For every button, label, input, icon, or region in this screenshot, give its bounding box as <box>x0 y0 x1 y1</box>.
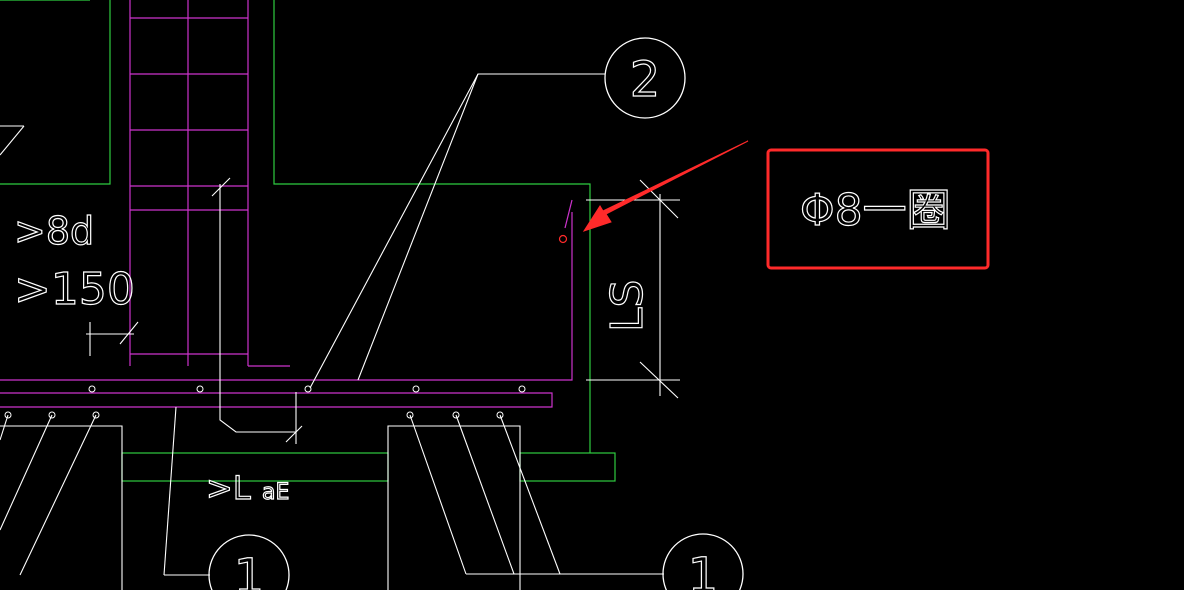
leader-diag <box>499 414 561 575</box>
anchorage-tick <box>285 425 303 443</box>
note-box-text: Φ8一圈 <box>800 185 951 236</box>
rebar-dot <box>452 411 460 419</box>
note-box-frame <box>766 148 990 270</box>
beam-band <box>121 452 389 482</box>
anchorage-tick <box>211 177 231 197</box>
annotation-lines <box>0 73 680 590</box>
note-box: Φ8一圈 <box>766 148 990 270</box>
beam-band-right <box>519 452 616 482</box>
rebar-dot <box>406 411 414 419</box>
callout-1-left: 1 <box>208 534 290 590</box>
highlight-arrow <box>582 140 749 232</box>
marker-dot <box>558 234 568 244</box>
rebar-dot <box>92 411 100 419</box>
leader-diag <box>455 414 515 575</box>
rebar-dot <box>196 385 204 393</box>
leader-callout-2-b <box>357 73 479 381</box>
rebar-group <box>0 0 573 408</box>
callout-1-left-circle <box>208 534 290 590</box>
rebar-dot <box>48 411 56 419</box>
left-wall-outline <box>0 0 111 185</box>
callout-2: 2 <box>604 37 686 119</box>
hook-tail <box>564 199 573 229</box>
callout-1-right: 1 <box>662 533 744 590</box>
lae-subscript: aE <box>262 480 289 505</box>
callout-1-right-label: 1 <box>688 548 719 590</box>
rebar-dot <box>518 385 526 393</box>
ls-tick-top <box>639 179 679 219</box>
rebar-dot <box>304 385 312 393</box>
callout-2-label: 2 <box>630 52 661 108</box>
rebar-dot <box>88 385 96 393</box>
leader-diag <box>0 414 53 531</box>
leader-diag <box>0 414 9 441</box>
rebar-dot <box>412 385 420 393</box>
column-slab-outline <box>273 0 591 453</box>
callout-1-left-label: 1 <box>234 549 265 590</box>
anchorage-bar <box>219 184 296 433</box>
anchor-8d-label: >8d <box>14 209 94 253</box>
callout-1-right-circle <box>662 533 744 590</box>
leader-diag <box>409 414 467 575</box>
slab-bar-with-hook <box>0 212 573 381</box>
rebar-dots <box>4 385 526 419</box>
lower-wall-left <box>0 425 123 590</box>
anchor-150-label: >150 <box>14 264 135 315</box>
leader-diag <box>19 414 97 576</box>
highlight-arrow-shape <box>582 140 749 232</box>
leader-callout-2 <box>309 73 605 389</box>
dim-tick <box>119 321 139 345</box>
ls-label: LS <box>602 280 653 332</box>
ls-tick-bottom <box>639 361 679 399</box>
bottom-bar <box>0 392 553 408</box>
lower-wall-right <box>387 425 521 590</box>
callout-2-circle <box>604 37 686 119</box>
lae-label: >L <box>206 469 251 507</box>
wall-fragment <box>0 125 25 156</box>
rebar-dot <box>4 411 12 419</box>
rebar-dot <box>496 411 504 419</box>
inner-vertical <box>163 406 177 576</box>
